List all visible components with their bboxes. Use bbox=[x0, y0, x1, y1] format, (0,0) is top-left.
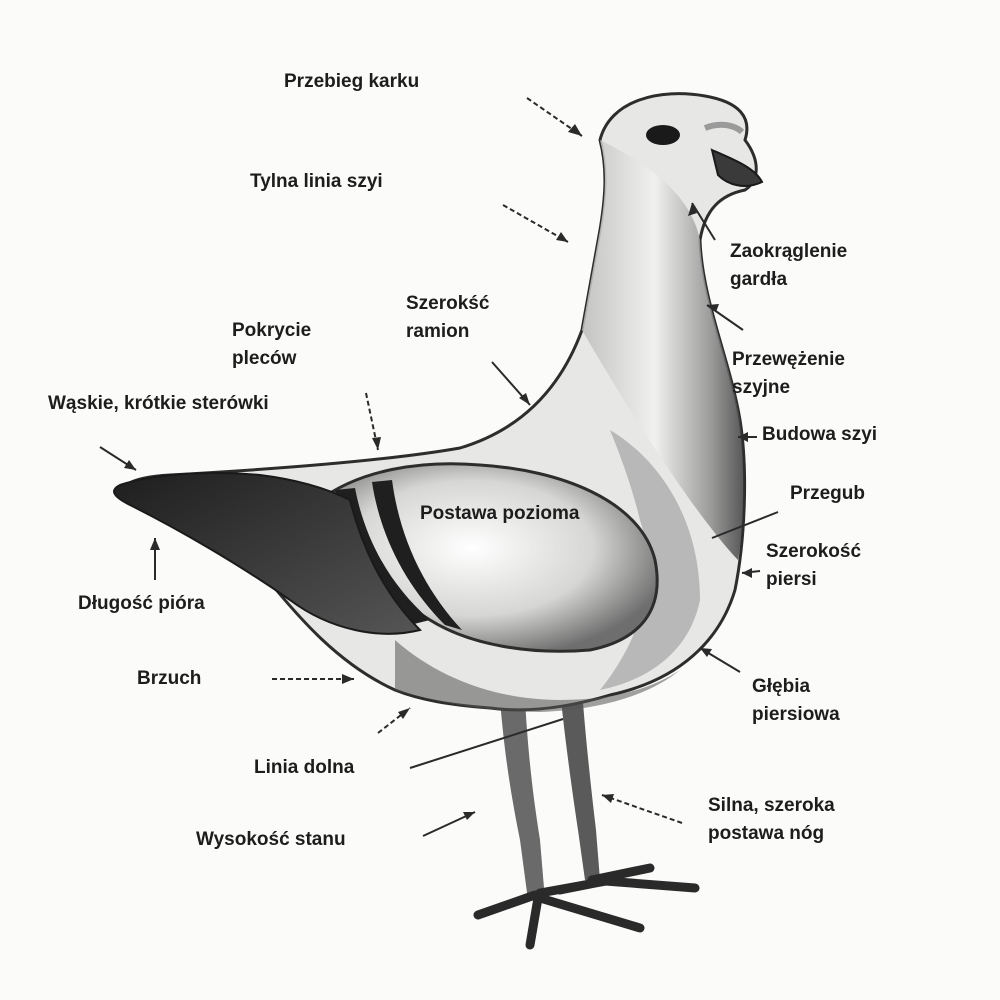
arrow-przegub bbox=[711, 511, 779, 539]
pigeon-leg-right bbox=[560, 690, 600, 880]
label-linia-dolna: Linia dolna bbox=[254, 757, 355, 778]
label-glebia-piersiowa: Głębia piersiowa bbox=[752, 676, 840, 725]
wing-bar-2 bbox=[372, 480, 462, 630]
label-postawa-pozioma: Postawa pozioma bbox=[420, 503, 580, 524]
arrow-zaokraglenie-gardla bbox=[691, 202, 716, 241]
pigeon-beak bbox=[710, 148, 764, 187]
arrow-tylna-linia-szyi bbox=[502, 204, 569, 243]
wing-bar-1 bbox=[335, 488, 430, 625]
label-wysokosc-stanu: Wysokość stanu bbox=[196, 829, 346, 850]
label-waskie-sterowki: Wąskie, krótkie sterówki bbox=[48, 393, 269, 414]
arrow-heads bbox=[124, 124, 752, 820]
label-przegub: Przegub bbox=[790, 483, 865, 504]
label-przewezenie-szyjne: Przewężenie szyjne bbox=[732, 349, 845, 398]
pigeon-tail bbox=[113, 472, 422, 635]
label-pokrycie-plecow: Pokrycie pleców bbox=[232, 320, 312, 369]
label-brzuch: Brzuch bbox=[137, 668, 202, 689]
pigeon-feet bbox=[473, 863, 700, 950]
label-szerokosc-piersi: Szerokość piersi bbox=[766, 541, 862, 590]
pigeon-belly bbox=[395, 640, 680, 712]
label-dlugosc-piora: Długość pióra bbox=[78, 593, 205, 614]
arrow-silna-postawa-nog bbox=[601, 794, 683, 824]
arrow-przebieg-karku bbox=[526, 97, 583, 137]
label-przebieg-karku: Przebieg karku bbox=[284, 71, 420, 92]
label-szerokosc-ramion: Szerokść ramion bbox=[406, 293, 490, 342]
label-zaokraglenie-gardla: Zaokrąglenie gardła bbox=[730, 241, 848, 290]
arrow-linia-dolna-2 bbox=[409, 718, 564, 769]
label-tylna-linia-szyi: Tylna linia szyi bbox=[250, 171, 383, 192]
pigeon-eye bbox=[646, 125, 680, 145]
pigeon-neck bbox=[582, 140, 744, 560]
label-budowa-szyi: Budowa szyi bbox=[762, 424, 878, 445]
label-silna-postawa-nog: Silna, szeroka postawa nóg bbox=[708, 795, 835, 844]
pigeon-leg-left bbox=[500, 700, 545, 900]
pigeon-cere bbox=[703, 121, 745, 135]
